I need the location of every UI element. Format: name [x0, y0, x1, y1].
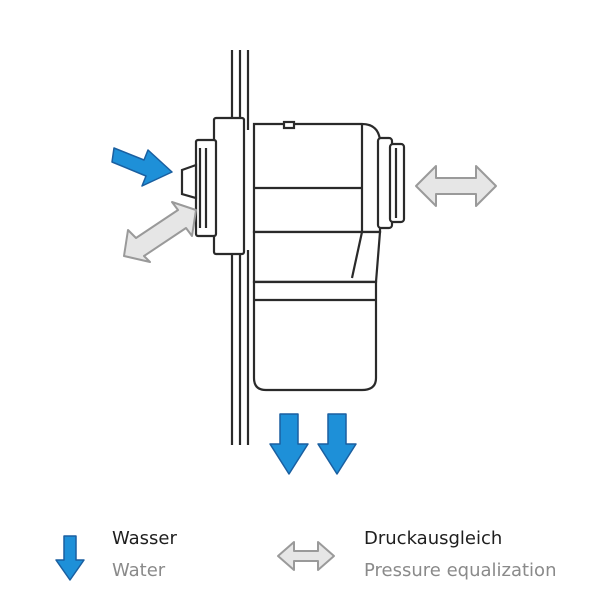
legend-water-label-en: Water: [112, 560, 166, 581]
left-pressure-arrow: [123, 201, 197, 263]
mounting-flange: [194, 116, 246, 256]
right-pressure-arrow: [415, 165, 497, 207]
legend-pressure-label-en: Pressure equalization: [364, 560, 557, 581]
device-middle-body: [252, 230, 382, 284]
right-cap: [376, 136, 406, 230]
inlet-water-arrow: [111, 147, 173, 187]
device-lower-body: [252, 280, 378, 392]
wall-panel: [230, 50, 250, 445]
inlet-nozzle: [180, 163, 198, 200]
water-arrow-icon: [55, 535, 85, 581]
outlet-water-arrow-right: [317, 413, 357, 475]
double-arrow-icon: [277, 541, 335, 571]
outlet-water-arrow-left: [269, 413, 309, 475]
legend-pressure-label: Druckausgleich: [364, 528, 503, 549]
legend-water-label: Wasser: [112, 528, 177, 549]
device-upper-body: [252, 120, 382, 234]
